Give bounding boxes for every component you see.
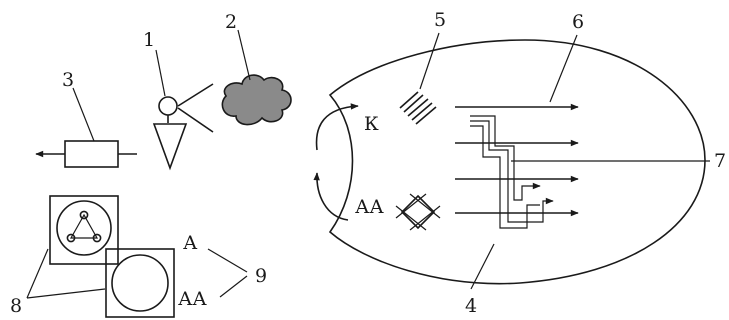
network-box-frame — [49, 195, 119, 265]
leader-5 — [419, 32, 440, 90]
device-block — [35, 140, 137, 168]
network-outer-circle — [56, 200, 112, 256]
network-icon-box — [49, 195, 119, 265]
person-figure — [152, 83, 214, 171]
leader-lines — [26, 29, 710, 299]
person-body — [152, 123, 188, 171]
person-head — [158, 96, 178, 116]
network-triangle — [69, 213, 99, 239]
callout-4: 4 — [465, 295, 477, 317]
callout-3: 3 — [62, 69, 74, 91]
leader-4 — [470, 243, 495, 290]
callout-1: 1 — [143, 29, 155, 51]
signal-arrows — [455, 103, 579, 217]
stepped-lines — [470, 115, 554, 229]
leader-2 — [237, 29, 251, 81]
circle-icon-box — [105, 248, 175, 318]
circle-box-circle — [111, 254, 169, 312]
hatch-symbol — [399, 91, 437, 125]
callout-2: 2 — [225, 11, 237, 33]
leader-9a — [207, 248, 248, 273]
network-node-top — [79, 210, 89, 220]
leader-9b — [219, 275, 248, 298]
leader-1 — [155, 49, 166, 97]
callout-8: 8 — [10, 295, 22, 317]
leader-8b — [26, 288, 106, 299]
diamond-shape — [400, 194, 436, 230]
circle-box-frame — [105, 248, 175, 318]
label-a: А — [183, 232, 198, 254]
label-aa-bottom: АА — [178, 288, 207, 310]
leader-3 — [72, 87, 95, 142]
callout-5: 5 — [434, 9, 446, 31]
main-ellipse — [328, 39, 706, 285]
label-k: К — [364, 113, 379, 135]
notch-arrow-upper — [315, 103, 359, 151]
label-aa-left: АА — [355, 196, 384, 218]
diamond-symbol — [395, 193, 441, 231]
leader-8a — [26, 248, 49, 299]
callout-9: 9 — [255, 265, 267, 287]
notch-arrow-lower — [313, 172, 349, 221]
network-node-right — [92, 233, 102, 243]
cloud-shape — [221, 74, 292, 126]
network-node-left — [66, 233, 76, 243]
leader-6 — [549, 34, 578, 103]
callout-7: 7 — [714, 150, 726, 172]
view-ray-lower — [177, 107, 214, 133]
callout-6: 6 — [572, 11, 584, 33]
view-ray-upper — [177, 83, 214, 107]
device-rect — [64, 140, 119, 168]
